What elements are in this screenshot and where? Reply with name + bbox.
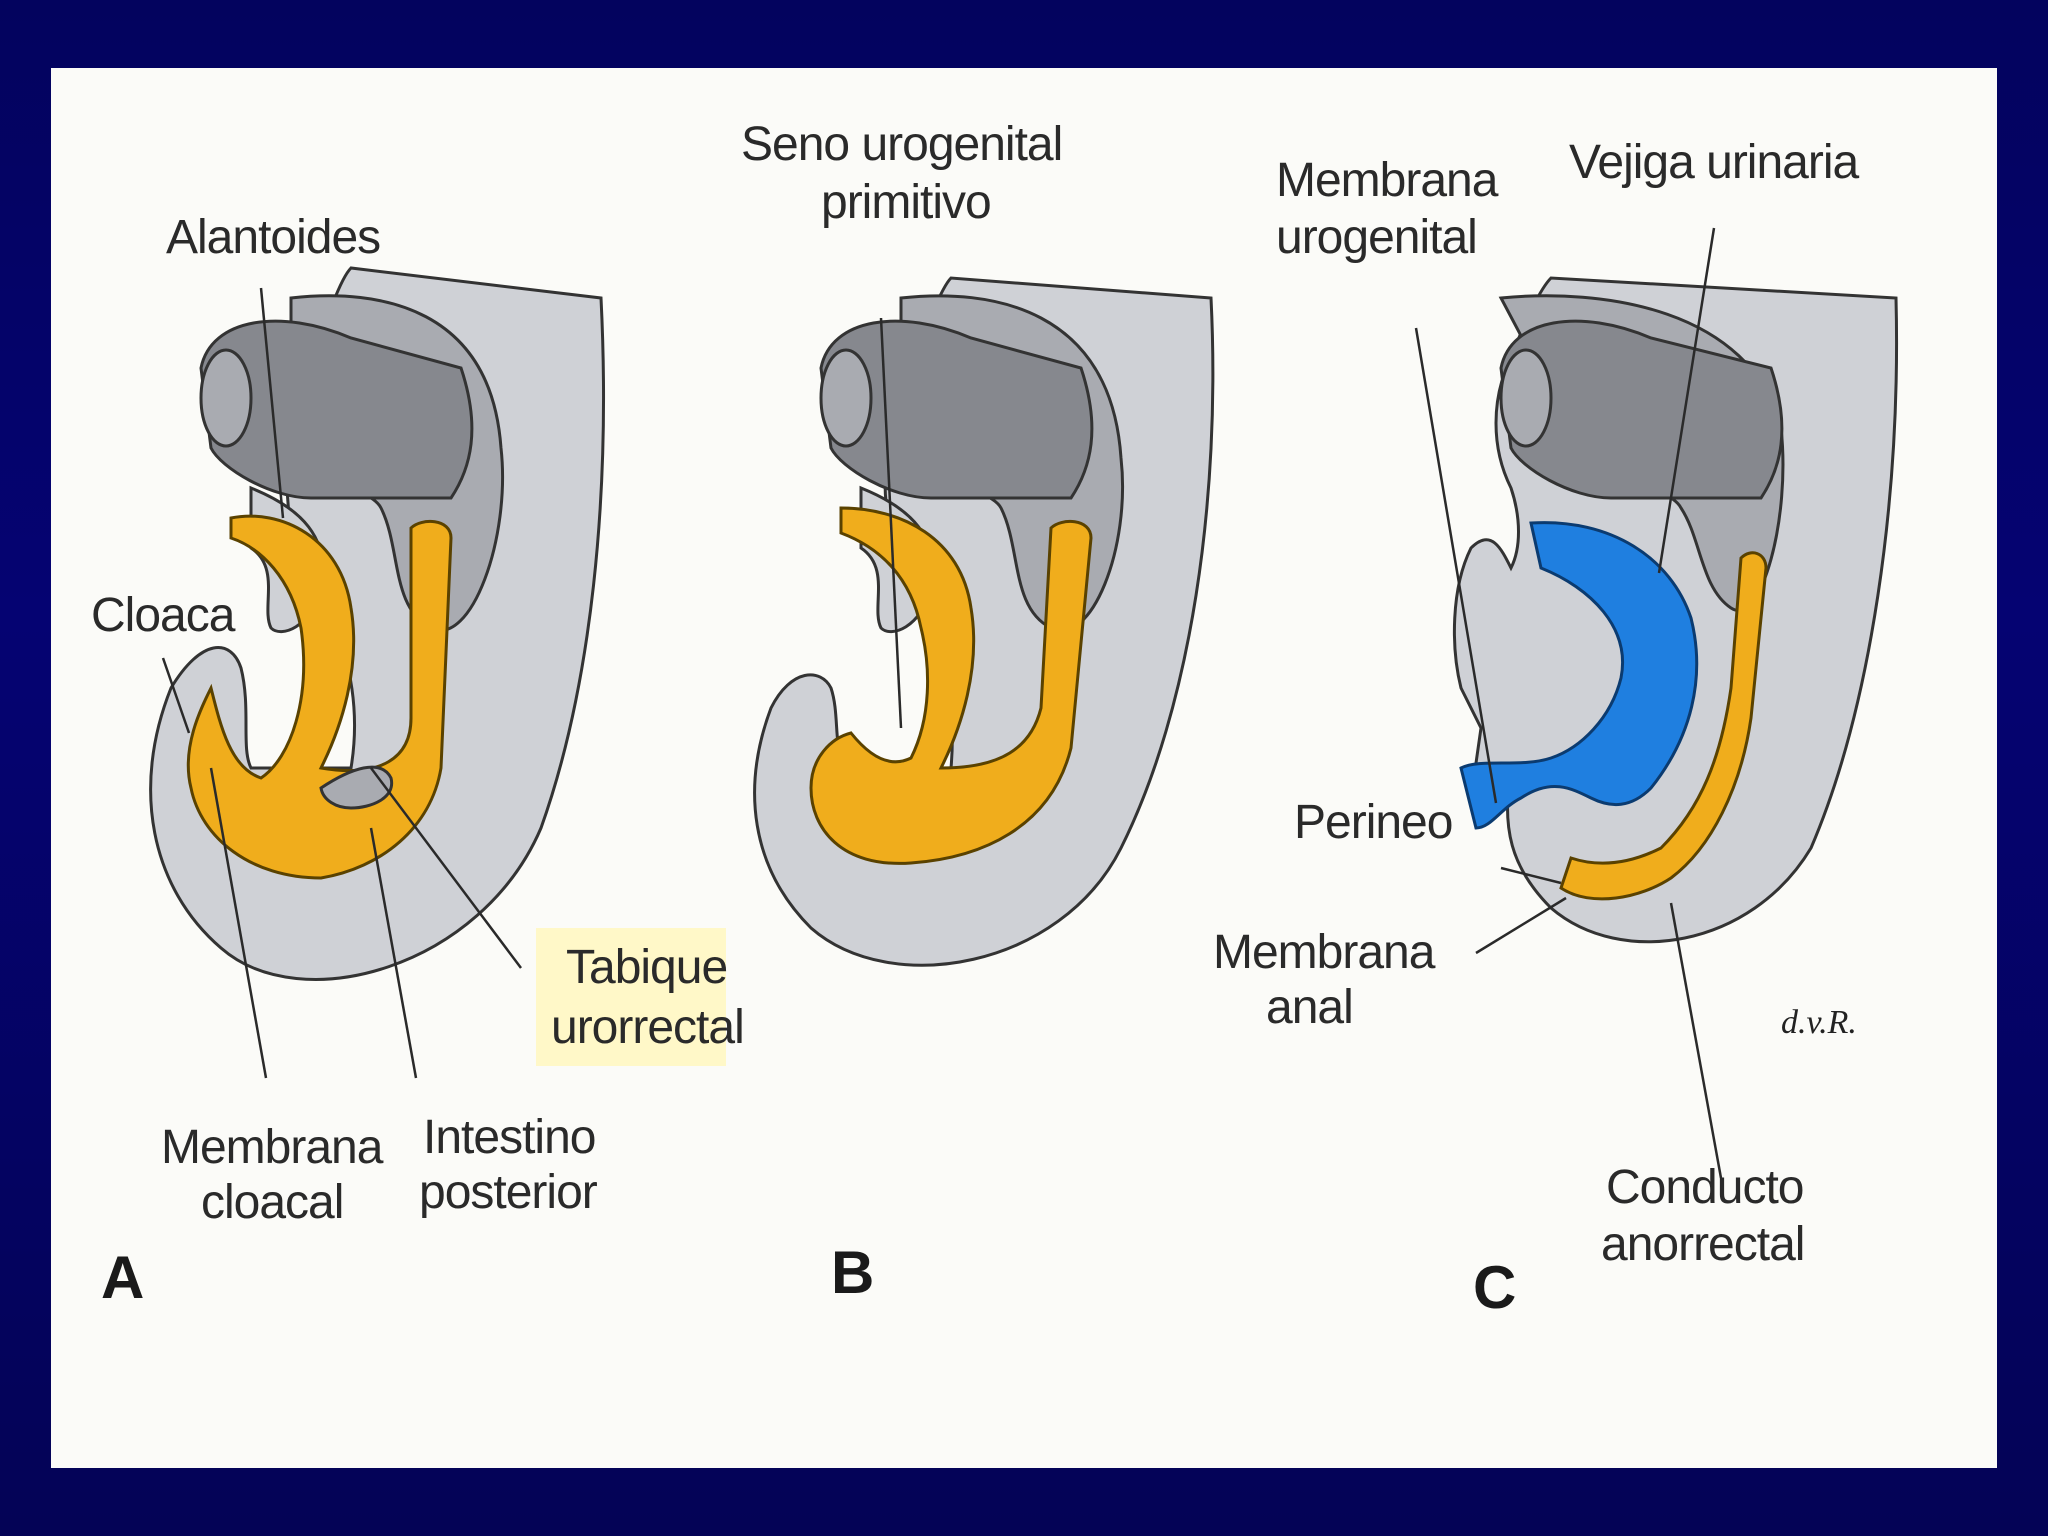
label-cloaca: Cloaca bbox=[91, 589, 236, 642]
tabique-highlight bbox=[536, 928, 726, 1066]
label-membrana-urogenital-line2: urogenital bbox=[1276, 211, 1477, 264]
label-conducto-line2: anorrectal bbox=[1601, 1218, 1804, 1271]
embryo-b-allantois-opening bbox=[819, 348, 873, 448]
embryo-c-allantois bbox=[1499, 319, 1784, 500]
label-membrana-anal-line1: Membrana bbox=[1213, 926, 1436, 979]
label-perineo: Perineo bbox=[1294, 796, 1452, 849]
label-membrana-urogenital-line1: Membrana bbox=[1276, 154, 1499, 207]
panel-letter-a: A bbox=[101, 1244, 144, 1311]
embryo-diagram: Alantoides Cloaca Tabique urorrectal Mem… bbox=[91, 118, 1899, 1321]
label-intestino-line1: Intestino bbox=[423, 1111, 595, 1164]
label-membrana-anal-line2: anal bbox=[1266, 981, 1353, 1034]
figure-panel: Alantoides Cloaca Tabique urorrectal Mem… bbox=[51, 68, 1997, 1468]
embryo-b-septum bbox=[809, 506, 1093, 865]
label-vejiga: Vejiga urinaria bbox=[1569, 136, 1860, 189]
label-intestino-line2: posterior bbox=[419, 1166, 598, 1219]
artist-signature: d.v.R. bbox=[1781, 1004, 1857, 1041]
label-seno-line2: primitivo bbox=[821, 176, 991, 229]
label-membrana-cloacal-line1: Membrana bbox=[161, 1121, 384, 1174]
embryo-a-allantois-opening bbox=[199, 348, 253, 448]
label-seno-line1: Seno urogenital bbox=[741, 118, 1062, 171]
label-membrana-cloacal-line2: cloacal bbox=[201, 1176, 343, 1229]
embryo-c-allantois-opening bbox=[1499, 348, 1553, 448]
embryo-b bbox=[753, 276, 1215, 967]
label-tabique-line1: Tabique bbox=[566, 941, 727, 994]
panel-letter-b: B bbox=[831, 1239, 874, 1306]
panel-letter-c: C bbox=[1473, 1254, 1516, 1321]
label-alantoides: Alantoides bbox=[166, 211, 380, 264]
embryo-c bbox=[1452, 276, 1899, 944]
embryo-c-anorectal-canal bbox=[1559, 551, 1768, 901]
label-tabique-line2: urorrectal bbox=[551, 1001, 744, 1054]
embryo-a-hindgut-lumen bbox=[319, 765, 394, 810]
embryo-c-urinary-bladder bbox=[1459, 521, 1699, 830]
label-conducto-line1: Conducto bbox=[1606, 1161, 1803, 1214]
